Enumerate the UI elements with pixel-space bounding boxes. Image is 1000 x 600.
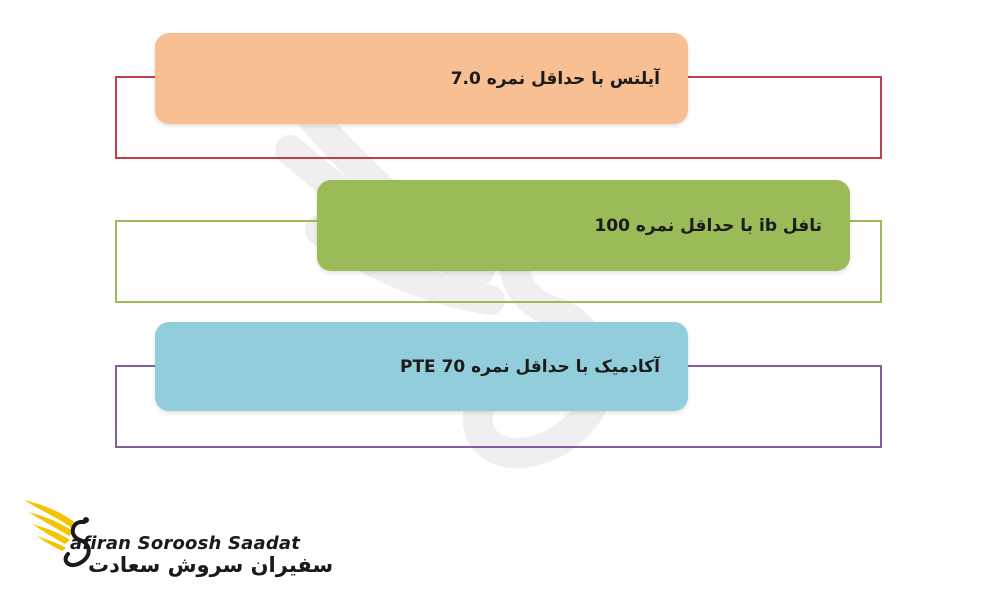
brand-logo-emblem <box>24 500 91 567</box>
requirement-box-toefl: تافل ib با حداقل نمره 100 <box>317 180 850 271</box>
requirement-box-pte: PTE آکادمیک با حداقل نمره 70 <box>155 322 688 411</box>
requirement-label-ielts: آیلتس با حداقل نمره 7.0 <box>450 68 660 89</box>
brand-name-persian: سفیران سروش سعادت <box>88 553 334 577</box>
requirement-box-ielts: آیلتس با حداقل نمره 7.0 <box>155 33 688 124</box>
brand-name-english: afiran Soroosh Saadat <box>70 533 301 554</box>
requirement-label-pte: PTE آکادمیک با حداقل نمره 70 <box>400 356 660 377</box>
requirement-label-toefl: تافل ib با حداقل نمره 100 <box>594 215 822 236</box>
